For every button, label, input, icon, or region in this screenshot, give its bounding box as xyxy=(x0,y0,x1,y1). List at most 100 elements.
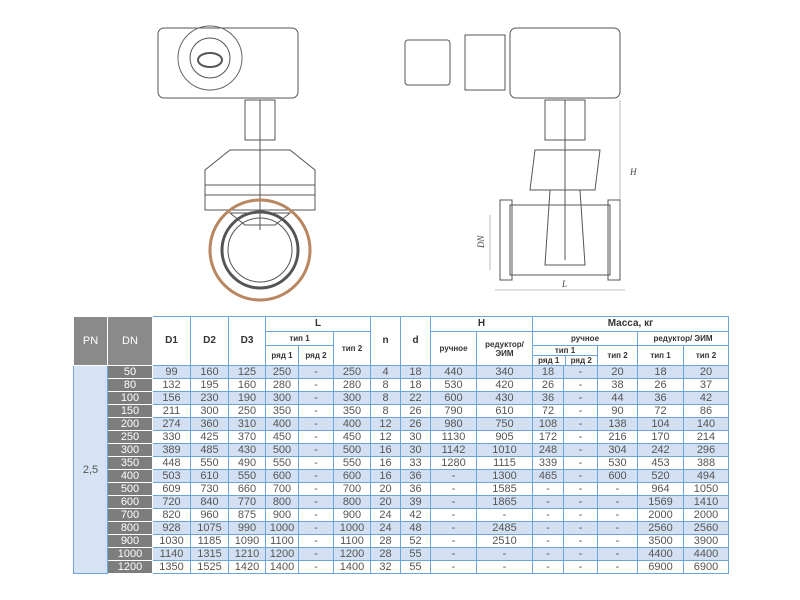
table-cell: - xyxy=(563,534,598,548)
table-cell: 1050 xyxy=(683,482,729,496)
dn-cell: 700 xyxy=(107,508,153,522)
table-cell: 300 xyxy=(265,391,299,405)
table-cell: 4400 xyxy=(683,547,729,561)
table-cell: 1865 xyxy=(476,495,533,509)
table-cell: - xyxy=(532,560,564,574)
table-cell: - xyxy=(298,560,334,574)
table-cell: 700 xyxy=(333,482,371,496)
table-cell: - xyxy=(597,560,638,574)
table-cell: 1000 xyxy=(333,521,371,535)
table-cell: 360 xyxy=(190,417,229,431)
table-cell: - xyxy=(430,560,477,574)
dn-cell: 600 xyxy=(107,495,153,509)
table-cell: - xyxy=(563,521,598,535)
table-cell: 36 xyxy=(532,391,564,405)
table-cell: 1010 xyxy=(476,443,533,457)
table-cell: 8 xyxy=(370,391,401,405)
table-cell: 875 xyxy=(228,508,266,522)
table-cell: 1210 xyxy=(228,547,266,561)
table-cell: - xyxy=(563,430,598,444)
table-cell: 90 xyxy=(597,404,638,418)
table-cell: 1100 xyxy=(333,534,371,548)
side-view-drawing xyxy=(404,27,625,291)
dn-cell: 100 xyxy=(107,391,153,405)
table-cell: 52 xyxy=(400,534,431,548)
table-cell: 28 xyxy=(370,534,401,548)
table-cell: 2560 xyxy=(637,521,684,535)
table-cell: 33 xyxy=(400,456,431,470)
table-cell: 20 xyxy=(683,365,729,379)
header-mass-row1: ряд 1 xyxy=(534,356,566,365)
table-cell: 55 xyxy=(400,560,431,574)
table-cell: 610 xyxy=(190,469,229,483)
table-cell: 36 xyxy=(400,469,431,483)
table-cell: 1100 xyxy=(265,534,299,548)
header-pn: PN xyxy=(73,316,108,366)
table-cell: 99 xyxy=(152,365,191,379)
table-cell: - xyxy=(532,547,564,561)
table-cell: 26 xyxy=(637,378,684,392)
valve-drawings: H DN L xyxy=(157,25,637,302)
table-cell: 430 xyxy=(476,391,533,405)
table-cell: 55 xyxy=(400,547,431,561)
header-n: n xyxy=(370,316,401,366)
table-cell: - xyxy=(563,482,598,496)
table-cell: - xyxy=(597,508,638,522)
table-cell: 600 xyxy=(333,469,371,483)
table-cell: - xyxy=(298,547,334,561)
table-cell: 310 xyxy=(228,417,266,431)
table-cell: 400 xyxy=(265,417,299,431)
table-cell: - xyxy=(563,365,598,379)
header-h-gear: редуктор/ ЭИМ xyxy=(476,331,533,366)
dn-cell: 1200 xyxy=(107,560,153,574)
table-cell: - xyxy=(563,547,598,561)
table-cell: 720 xyxy=(152,495,191,509)
table-cell: - xyxy=(597,482,638,496)
table-cell: 8 xyxy=(370,404,401,418)
table-cell: 448 xyxy=(152,456,191,470)
table-cell: 211 xyxy=(152,404,191,418)
header-l-row1: ряд 1 xyxy=(265,345,299,366)
table-cell: - xyxy=(563,560,598,574)
table-cell: 22 xyxy=(400,391,431,405)
table-cell: - xyxy=(563,391,598,405)
table-cell: 1185 xyxy=(190,534,229,548)
table-cell: 86 xyxy=(683,404,729,418)
table-cell: 800 xyxy=(265,495,299,509)
pn-cell: 2,5 xyxy=(73,365,108,574)
table-cell: 2000 xyxy=(683,508,729,522)
table-cell: 20 xyxy=(597,365,638,379)
header-mass-gear-type1: тип 1 xyxy=(637,345,684,366)
table-cell: 6900 xyxy=(637,560,684,574)
table-cell: - xyxy=(532,521,564,535)
table-cell: - xyxy=(563,469,598,483)
table-cell: 1300 xyxy=(476,469,533,483)
table-cell: - xyxy=(298,482,334,496)
table-cell: 339 xyxy=(532,456,564,470)
table-cell: - xyxy=(532,534,564,548)
table-cell: 400 xyxy=(333,417,371,431)
table-cell: 160 xyxy=(190,365,229,379)
table-cell: 24 xyxy=(370,508,401,522)
table-cell: - xyxy=(298,521,334,535)
table-cell: 389 xyxy=(152,443,191,457)
table-cell: 430 xyxy=(228,443,266,457)
table-cell: 1000 xyxy=(265,521,299,535)
header-d2: D2 xyxy=(190,316,229,366)
table-cell: 138 xyxy=(597,417,638,431)
table-cell: 550 xyxy=(190,456,229,470)
table-cell: 1400 xyxy=(265,560,299,574)
table-cell: 72 xyxy=(637,404,684,418)
table-cell: - xyxy=(430,521,477,535)
table-cell: 425 xyxy=(190,430,229,444)
table-cell: 160 xyxy=(228,378,266,392)
header-l-type2: тип 2 xyxy=(333,331,371,366)
table-cell: 24 xyxy=(370,521,401,535)
